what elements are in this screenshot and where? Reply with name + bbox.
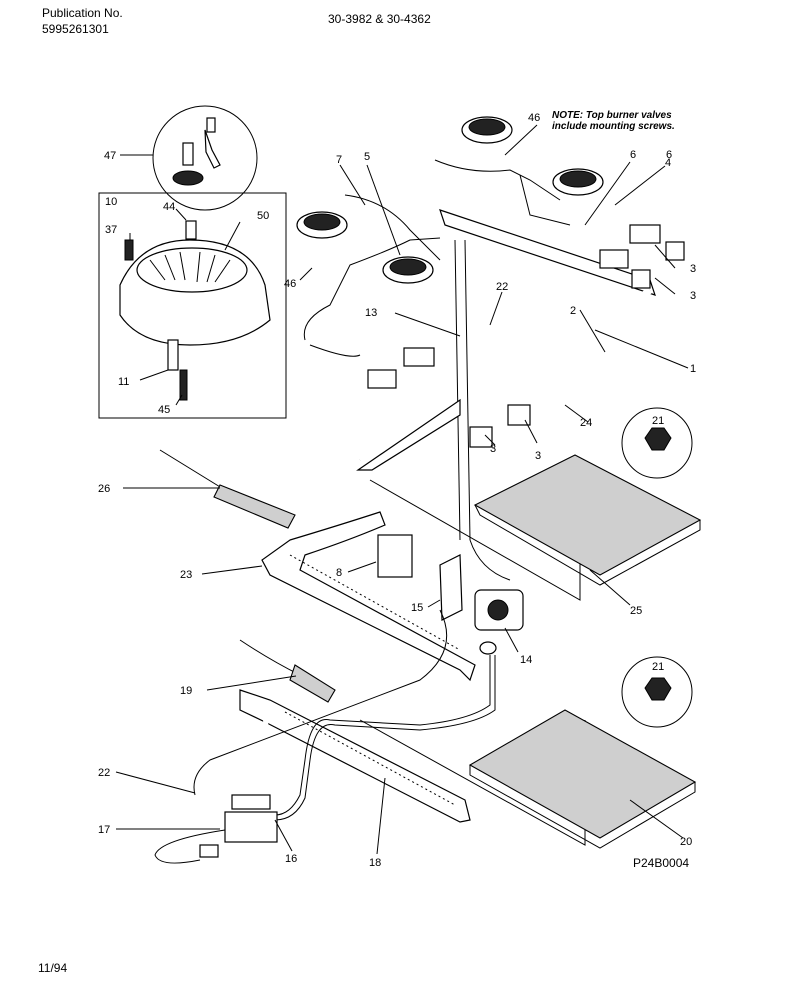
callout-50: 50: [257, 210, 269, 222]
igniter-19: [239, 639, 336, 703]
callout-21a: 21: [652, 415, 664, 427]
bracket-15: [439, 554, 463, 621]
orifice: [182, 142, 194, 166]
valve-17: [199, 794, 278, 858]
electrode-clip: [204, 129, 221, 169]
callout-3b: 3: [690, 290, 696, 302]
callout-3a: 3: [690, 263, 696, 275]
screw-37: [124, 239, 134, 261]
callout-20: 20: [680, 836, 692, 848]
flame-spreader-20: [468, 709, 697, 849]
screw: [206, 117, 216, 133]
igniter-26: [159, 449, 296, 529]
callout-11: 11: [118, 376, 129, 388]
detail-circle-21a: [621, 407, 693, 479]
note-line-1: NOTE: Top burner valves: [552, 110, 672, 121]
bake-burner-23: [261, 511, 476, 682]
callout-46a: 46: [284, 278, 296, 290]
regulator-14: [474, 589, 524, 655]
callout-17: 17: [98, 824, 110, 836]
callout-1: 1: [690, 363, 696, 375]
callout-24: 24: [580, 417, 592, 429]
burner-ring: [136, 247, 248, 293]
part-8: [377, 534, 413, 578]
tubing-lower: [154, 609, 496, 864]
top-burners: [296, 116, 604, 284]
callout-46b: 46: [528, 112, 540, 124]
callout-44: 44: [163, 201, 175, 213]
callout-5: 5: [364, 151, 370, 163]
callout-18: 18: [369, 857, 381, 869]
callout-19: 19: [180, 685, 192, 697]
tube-11: [167, 339, 179, 371]
callout-45: 45: [158, 404, 170, 416]
callout-23: 23: [180, 569, 192, 581]
nut-21b: [644, 677, 672, 701]
callout-10: 10: [105, 196, 117, 208]
callout-22b: 22: [98, 767, 110, 779]
leader-lines: [115, 124, 689, 855]
publication-date: 11/94: [38, 961, 68, 975]
callout-37: 37: [105, 224, 117, 236]
screw-45: [179, 369, 188, 401]
callout-14: 14: [520, 654, 532, 666]
callout-26: 26: [98, 483, 110, 495]
detail-box: [98, 192, 287, 419]
callout-3c: 3: [490, 443, 496, 455]
callout-4: 4: [665, 157, 671, 169]
detail-circle-47: [152, 105, 258, 211]
callout-47: 47: [104, 150, 116, 162]
callout-8: 8: [336, 567, 342, 579]
burner-ports: [149, 251, 231, 283]
burner-cap: [172, 170, 204, 186]
drawing-code: P24B0004: [633, 856, 690, 870]
callout-6: 6: [666, 149, 672, 161]
callout-21b: 21: [652, 661, 664, 673]
note-line-2: include mounting screws.: [552, 121, 675, 132]
valves: [367, 224, 685, 448]
orifice-44: [185, 220, 197, 240]
publication-number: 5995261301: [42, 22, 109, 36]
callout-7: 7: [336, 154, 342, 166]
callout-2: 2: [570, 305, 576, 317]
publication-label: Publication No.: [42, 6, 123, 20]
flame-spreader-25: [473, 454, 702, 586]
callout-15: 15: [411, 602, 423, 614]
gas-manifold: [303, 159, 656, 581]
nut-21a: [644, 427, 672, 451]
note: NOTE: Top burner valves include mounting…: [552, 110, 675, 132]
callout-22a: 22: [496, 281, 508, 293]
broil-burner-18: [239, 689, 471, 823]
detail-circle-21b: [621, 656, 693, 728]
callout-16: 16: [285, 853, 297, 865]
callout-25: 25: [630, 605, 642, 617]
model-numbers: 30-3982 & 30-4362: [328, 12, 431, 26]
callout-6b: 6: [630, 149, 636, 161]
callout-3d: 3: [535, 450, 541, 462]
callout-13: 13: [365, 307, 377, 319]
callout-numbers: 47 10 44 50 37 46 11 45 7 5 46 13 22 6 6…: [98, 112, 696, 869]
valve-bracket: [356, 398, 461, 471]
